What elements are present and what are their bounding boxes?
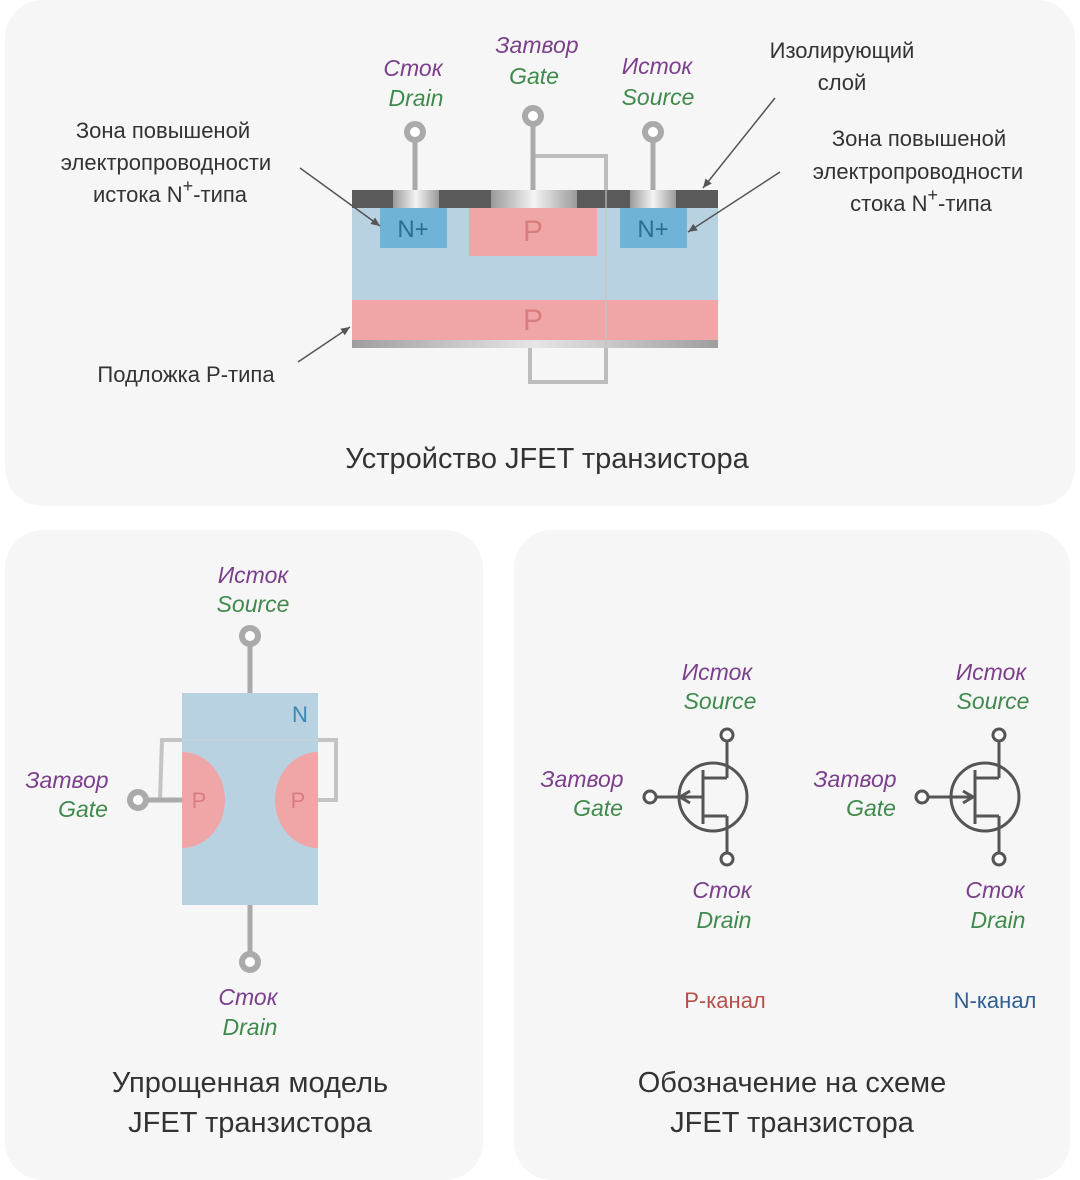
- zone-drain-arrow: [687, 171, 781, 233]
- caption-line1: Упрощенная модель: [112, 1067, 388, 1099]
- n-label: N: [292, 702, 308, 727]
- schematic-symbol-panel: [514, 530, 1070, 1180]
- n-plus-label-left: N+: [397, 216, 428, 243]
- n-plus-source-region: [380, 208, 447, 248]
- insulating-label-line2: слой: [818, 70, 867, 95]
- p-channel-jfet-symbol: [642, 727, 749, 867]
- caption-line2: JFET транзистора: [670, 1107, 915, 1139]
- source-ru-label: Исток: [622, 53, 694, 79]
- gate-en-label: Gate: [509, 63, 559, 89]
- gate-ru-label: Затвор: [25, 767, 108, 793]
- simplified-model: N P P Исток Source Затвор Gate Сток Drai…: [25, 562, 388, 1139]
- p-label-left: P: [192, 788, 207, 813]
- insulating-label-line1: Изолирующий: [770, 38, 915, 63]
- source-en-label: Source: [217, 591, 290, 617]
- drain-terminal: [239, 951, 261, 973]
- schematic-symbols: Исток Source Затвор Gate Сток Drain P-ка…: [540, 659, 1036, 1139]
- source-ru-label: Исток: [218, 562, 290, 588]
- jfet-structure: N+ P N+ P Сток Drain Затвор Gate Исток S…: [61, 32, 1023, 475]
- drain-en-label: Drain: [223, 1014, 278, 1040]
- n-gate-en-label: Gate: [846, 795, 896, 821]
- zone-source-arrow: [299, 167, 381, 227]
- n-plus-label-right: N+: [637, 216, 668, 243]
- substrate-label: Подложка P-типа: [97, 362, 275, 387]
- p-drain-en-label: Drain: [697, 907, 752, 933]
- gate-ru-label: Затвор: [495, 32, 578, 58]
- n-plus-drain-region: [620, 208, 687, 248]
- source-terminal: [642, 121, 664, 143]
- n-channel-jfet-symbol: [914, 727, 1021, 867]
- p-channel-label: P-канал: [684, 988, 766, 1013]
- gate-contact: [491, 190, 577, 208]
- n-source-en-label: Source: [957, 688, 1030, 714]
- gate-loop-wire: [158, 738, 338, 802]
- n-gate-ru-label: Затвор: [813, 766, 896, 792]
- p-gate-ru-label: Затвор: [540, 766, 623, 792]
- drain-terminal: [404, 121, 426, 143]
- gate-terminal: [522, 105, 544, 127]
- top-caption: Устройство JFET транзистора: [345, 443, 749, 475]
- p-substrate-label: P: [523, 304, 543, 337]
- source-contact: [393, 190, 439, 208]
- zone-drain-line3: стока N+-типа: [850, 185, 993, 216]
- insulating-arrow: [702, 97, 776, 189]
- source-en-label: Source: [622, 84, 695, 110]
- caption-line1: Обозначение на схеме: [638, 1067, 946, 1099]
- gate-substrate-wire: [528, 154, 608, 384]
- drain-en-label: Drain: [389, 85, 444, 111]
- p-gate-region: [469, 208, 597, 256]
- p-label-right: P: [291, 788, 306, 813]
- caption-line2: JFET транзистора: [128, 1107, 373, 1139]
- p-gate-en-label: Gate: [573, 795, 623, 821]
- p-region-right: [275, 752, 318, 848]
- p-gate-label: P: [523, 215, 543, 248]
- p-drain-ru-label: Сток: [692, 877, 752, 903]
- zone-source-line1: Зона повышеной: [76, 118, 250, 143]
- zone-drain-line1: Зона повышеной: [832, 126, 1006, 151]
- p-source-ru-label: Исток: [682, 659, 754, 685]
- gate-terminal: [127, 789, 149, 811]
- zone-source-line3: истока N+-типа: [93, 176, 248, 207]
- zone-source-line2: электропроводности: [61, 150, 271, 175]
- substrate-arrow: [297, 326, 351, 363]
- n-drain-ru-label: Сток: [965, 877, 1025, 903]
- p-region-left: [182, 752, 225, 848]
- n-source-ru-label: Исток: [956, 659, 1028, 685]
- drain-ru-label: Сток: [218, 984, 278, 1010]
- source-terminal: [239, 625, 261, 647]
- drain-contact: [630, 190, 676, 208]
- zone-drain-line2: электропроводности: [813, 159, 1023, 184]
- drain-ru-label: Сток: [383, 55, 443, 81]
- p-substrate: [352, 300, 718, 340]
- n-channel-label: N-канал: [954, 988, 1037, 1013]
- n-drain-en-label: Drain: [971, 907, 1026, 933]
- bottom-metal: [352, 340, 718, 348]
- gate-en-label: Gate: [58, 796, 108, 822]
- p-source-en-label: Source: [684, 688, 757, 714]
